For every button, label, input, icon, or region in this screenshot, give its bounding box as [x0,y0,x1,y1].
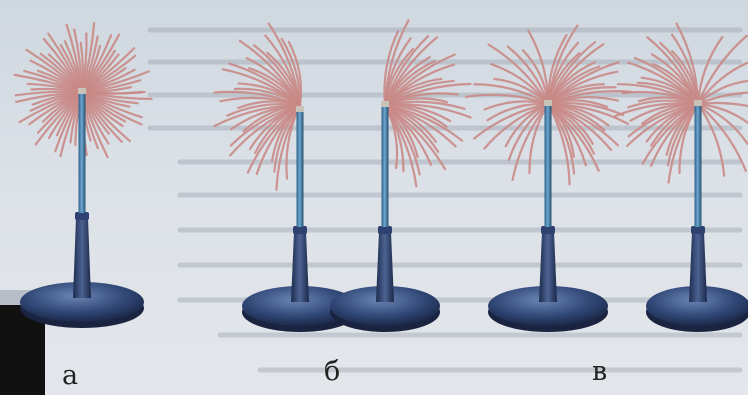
caption-c: в [592,356,607,387]
stand-collar [75,212,89,220]
stand-collar [541,226,555,234]
stand-stem [376,232,394,302]
stand-pole [79,92,86,213]
stand-cap [78,88,86,94]
stand-stem [539,232,557,302]
stand-cap [381,101,389,107]
stand-pole [297,110,304,227]
stand-pole [382,105,389,227]
caption-a: а [62,360,78,391]
stand-stem [73,218,91,298]
stand-stem [689,232,707,302]
stand-pole [695,104,702,227]
stand-pole [545,104,552,227]
caption-b: б [324,356,340,387]
stand-collar [293,226,307,234]
stand-cap [544,100,552,106]
stand-collar [691,226,705,234]
stand-stem [291,232,309,302]
stand-cap [296,106,304,112]
stand-collar [378,226,392,234]
stand-cap [694,100,702,106]
